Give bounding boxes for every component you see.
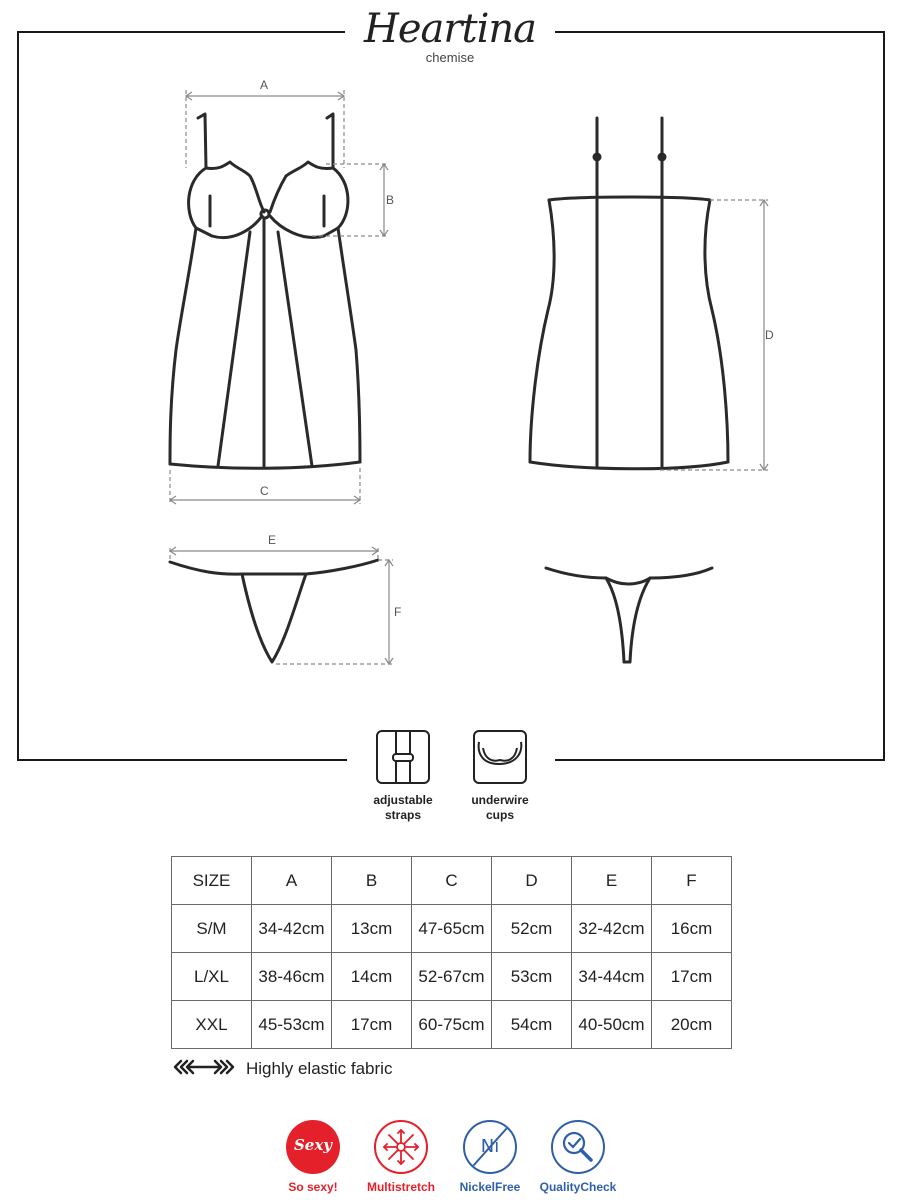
dimension-label-a: A	[260, 78, 269, 92]
dimension-line-b	[312, 162, 389, 238]
brand-logo: Heartina	[364, 6, 537, 52]
table-cell: 60-75cm	[411, 1000, 492, 1049]
dimension-label-f: F	[394, 605, 402, 619]
table-cell: XXL	[171, 1000, 252, 1049]
feature-underwire-cups: underwire cups	[445, 730, 555, 823]
table-header-cell: A	[251, 856, 332, 905]
underwire-cups-icon	[473, 730, 527, 784]
thong-front-drawing	[168, 558, 380, 664]
size-table: SIZE A B C D E F S/M 34-42cm 13cm 47-65c…	[171, 856, 732, 1049]
feature-adjustable-straps: adjustable straps	[348, 730, 458, 823]
sexy-icon: Sexy	[286, 1120, 340, 1174]
badge-quality-check: QualityCheck	[528, 1120, 628, 1194]
feature-label-line1: underwire	[471, 793, 529, 807]
table-cell: 16cm	[651, 904, 732, 953]
table-cell: 52-67cm	[411, 952, 492, 1001]
frame-bottom-left-line	[17, 759, 347, 761]
multistretch-icon	[374, 1120, 428, 1174]
table-cell: 52cm	[491, 904, 572, 953]
dimension-label-b: B	[386, 193, 395, 207]
dimension-label-e: E	[268, 533, 277, 547]
table-cell: 47-65cm	[411, 904, 492, 953]
badge-so-sexy: Sexy So sexy!	[263, 1120, 363, 1194]
table-header-cell: D	[491, 856, 572, 905]
stretch-arrows-icon	[172, 1057, 236, 1082]
table-cell: 34-44cm	[571, 952, 652, 1001]
table-header-cell: B	[331, 856, 412, 905]
dimension-label-d: D	[765, 328, 774, 342]
dimension-line-f	[276, 558, 394, 666]
table-cell: 17cm	[331, 1000, 412, 1049]
feature-label-line1: adjustable	[373, 793, 433, 807]
table-cell: 53cm	[491, 952, 572, 1001]
table-cell: L/XL	[171, 952, 252, 1001]
garment-diagram	[168, 90, 769, 666]
nickel-free-icon: Ni	[463, 1120, 517, 1174]
table-cell: 13cm	[331, 904, 412, 953]
dimension-line-c	[168, 468, 362, 505]
table-cell: 32-42cm	[571, 904, 652, 953]
product-type: chemise	[425, 50, 475, 65]
quality-check-icon	[551, 1120, 605, 1174]
dimension-label-c: C	[260, 484, 269, 498]
badge-nickel-free: Ni NickelFree	[440, 1120, 540, 1194]
feature-label-line2: straps	[384, 808, 422, 822]
table-row: L/XL 38-46cm 14cm 52-67cm 53cm 34-44cm 1…	[171, 952, 732, 1001]
badge-multistretch: Multistretch	[351, 1120, 451, 1194]
dimension-line-d	[660, 198, 769, 472]
frame-top-left-line	[17, 31, 347, 33]
badge-label: NickelFree	[459, 1180, 521, 1194]
diagram-frame	[17, 32, 885, 761]
table-row: S/M 34-42cm 13cm 47-65cm 52cm 32-42cm 16…	[171, 904, 732, 953]
table-cell: 54cm	[491, 1000, 572, 1049]
elastic-fabric-label: Highly elastic fabric	[246, 1059, 393, 1078]
table-cell: 34-42cm	[251, 904, 332, 953]
table-cell: 20cm	[651, 1000, 732, 1049]
dimension-line-e	[168, 546, 380, 562]
size-table-header-row: SIZE A B C D E F	[171, 856, 732, 905]
badge-label: QualityCheck	[539, 1180, 617, 1194]
table-header-cell: E	[571, 856, 652, 905]
adjustable-straps-icon	[376, 730, 430, 784]
elastic-fabric-note: Highly elastic fabric	[172, 1058, 392, 1080]
frame-bottom-right-line	[555, 759, 885, 761]
badge-label: Multistretch	[366, 1180, 435, 1194]
thong-back-drawing	[544, 566, 714, 664]
badge-label: So sexy!	[288, 1180, 338, 1194]
table-cell: 14cm	[331, 952, 412, 1001]
table-header-cell: C	[411, 856, 492, 905]
feature-label-line2: cups	[485, 808, 514, 822]
dimension-line-a	[184, 90, 346, 168]
table-cell: 40-50cm	[571, 1000, 652, 1049]
brand-header: Heartina chemise	[345, 2, 555, 82]
table-cell: S/M	[171, 904, 252, 953]
table-header-cell: F	[651, 856, 732, 905]
table-row: XXL 45-53cm 17cm 60-75cm 54cm 40-50cm 20…	[171, 1000, 732, 1049]
table-header-cell: SIZE	[171, 856, 252, 905]
table-cell: 38-46cm	[251, 952, 332, 1001]
table-cell: 17cm	[651, 952, 732, 1001]
sexy-icon-text: Sexy	[293, 1136, 333, 1154]
chemise-back-drawing	[528, 116, 730, 471]
frame-top-right-line	[555, 31, 885, 33]
table-cell: 45-53cm	[251, 1000, 332, 1049]
chemise-front-drawing	[168, 112, 362, 470]
